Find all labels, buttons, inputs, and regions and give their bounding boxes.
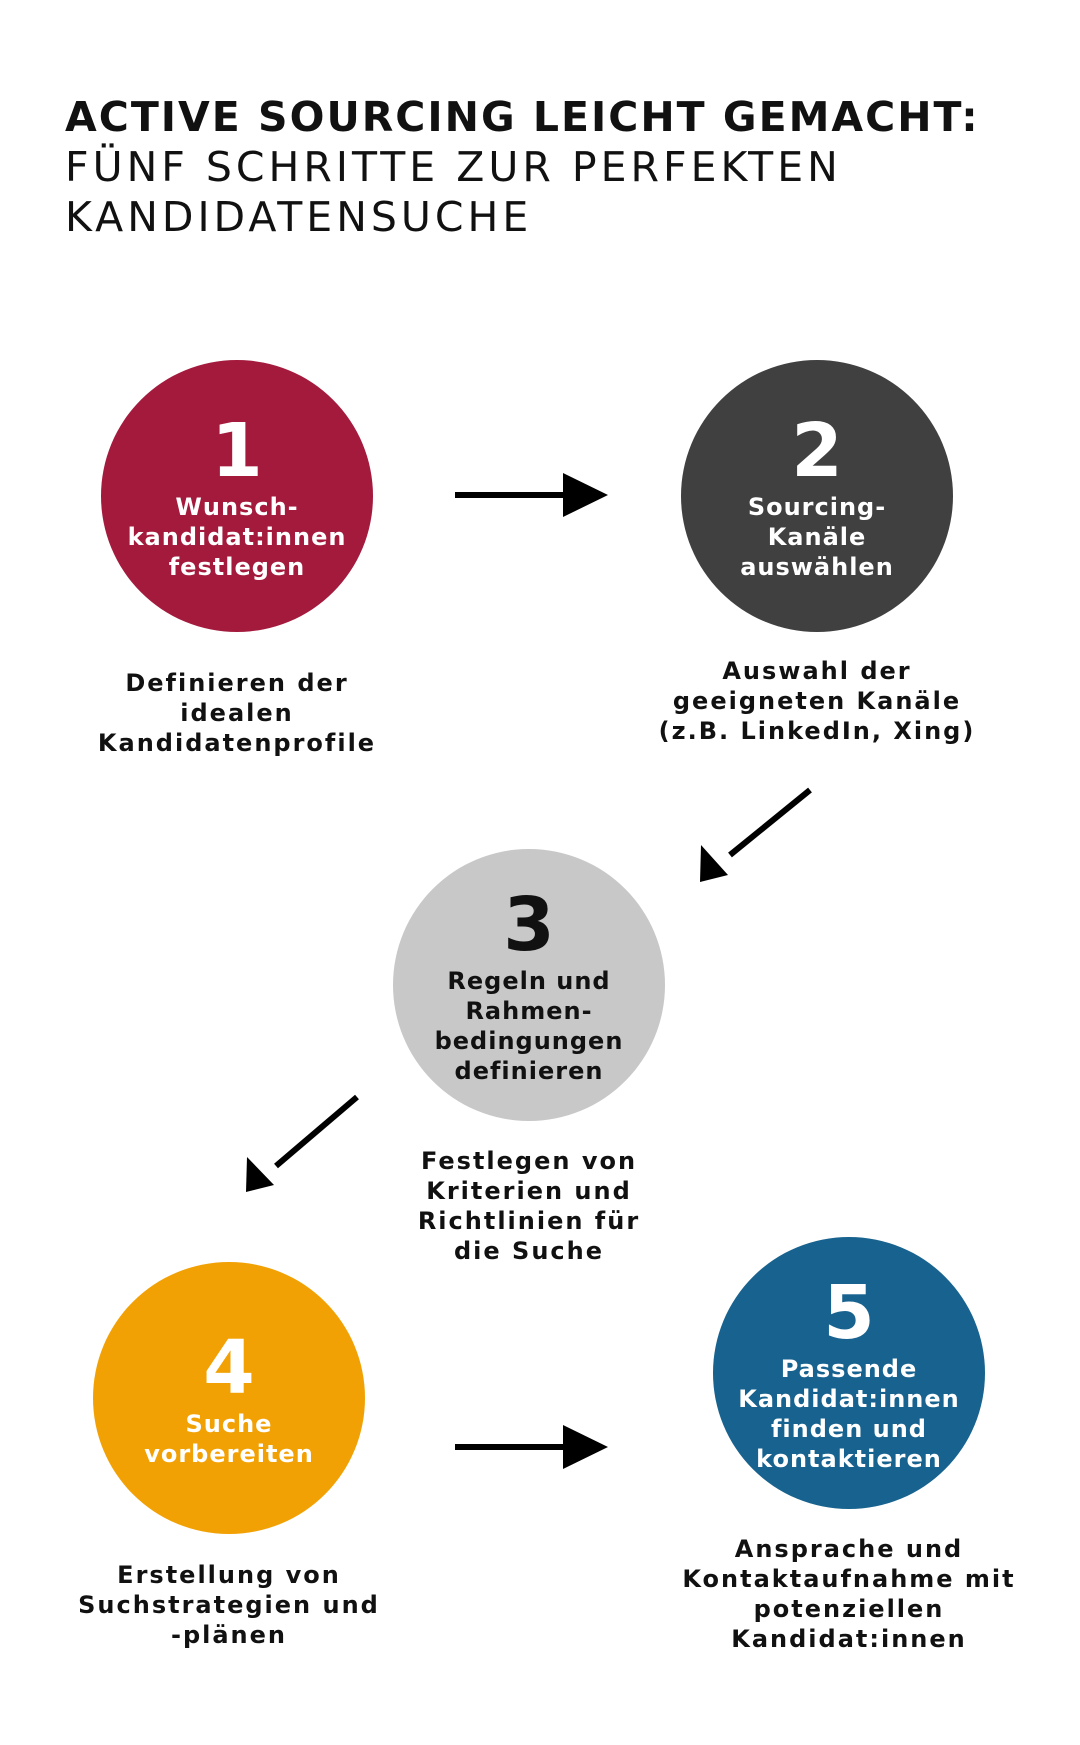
step-2-number: 2 — [791, 408, 843, 494]
step-5-description: Ansprache und Kontaktaufnahme mit potenz… — [682, 1535, 1016, 1653]
step-5-label: Passende Kandidat:innen finden und konta… — [738, 1355, 960, 1473]
step-4-circle: 4 Suche vorbereiten — [93, 1262, 365, 1534]
step-1-number: 1 — [211, 408, 263, 494]
header: ACTIVE SOURCING LEICHT GEMACHT: FÜNF SCH… — [65, 92, 1025, 242]
step-3-description: Festlegen von Kriterien und Richtlinien … — [417, 1147, 641, 1265]
arrow-step4-to-step5 — [455, 1425, 608, 1469]
step-5-circle: 5 Passende Kandidat:innen finden und kon… — [713, 1237, 985, 1509]
arrow-step3-to-step4 — [246, 1094, 359, 1192]
page-title: ACTIVE SOURCING LEICHT GEMACHT: — [65, 93, 980, 141]
arrow-step1-to-step2 — [455, 473, 608, 517]
step-4-number: 4 — [203, 1325, 255, 1411]
step-1-circle: 1 Wunsch- kandidat:innen festlegen — [101, 360, 373, 632]
step-5-number: 5 — [823, 1270, 875, 1356]
step-3-label: Regeln und Rahmen- bedingungen definiere… — [434, 967, 624, 1085]
step-3-circle: 3 Regeln und Rahmen- bedingungen definie… — [393, 849, 665, 1121]
step-2-description: Auswahl der geeigneten Kanäle (z.B. Link… — [658, 657, 976, 745]
step-4-description: Erstellung von Suchstrategien und -pläne… — [78, 1561, 380, 1649]
step-1-label: Wunsch- kandidat:innen festlegen — [127, 493, 347, 581]
step-3-number: 3 — [503, 882, 555, 968]
page-subtitle-line-2: KANDIDATENSUCHE — [65, 193, 533, 241]
arrow-step2-to-step3 — [700, 787, 812, 882]
page-subtitle-line-1: FÜNF SCHRITTE ZUR PERFEKTEN — [65, 143, 842, 191]
step-4-label: Suche vorbereiten — [144, 1410, 314, 1468]
step-1-description: Definieren der idealen Kandidatenprofile — [97, 669, 377, 757]
step-2-label: Sourcing-Kanäle auswählen — [740, 493, 894, 581]
step-2-circle: 2 Sourcing-Kanäle auswählen — [681, 360, 953, 632]
